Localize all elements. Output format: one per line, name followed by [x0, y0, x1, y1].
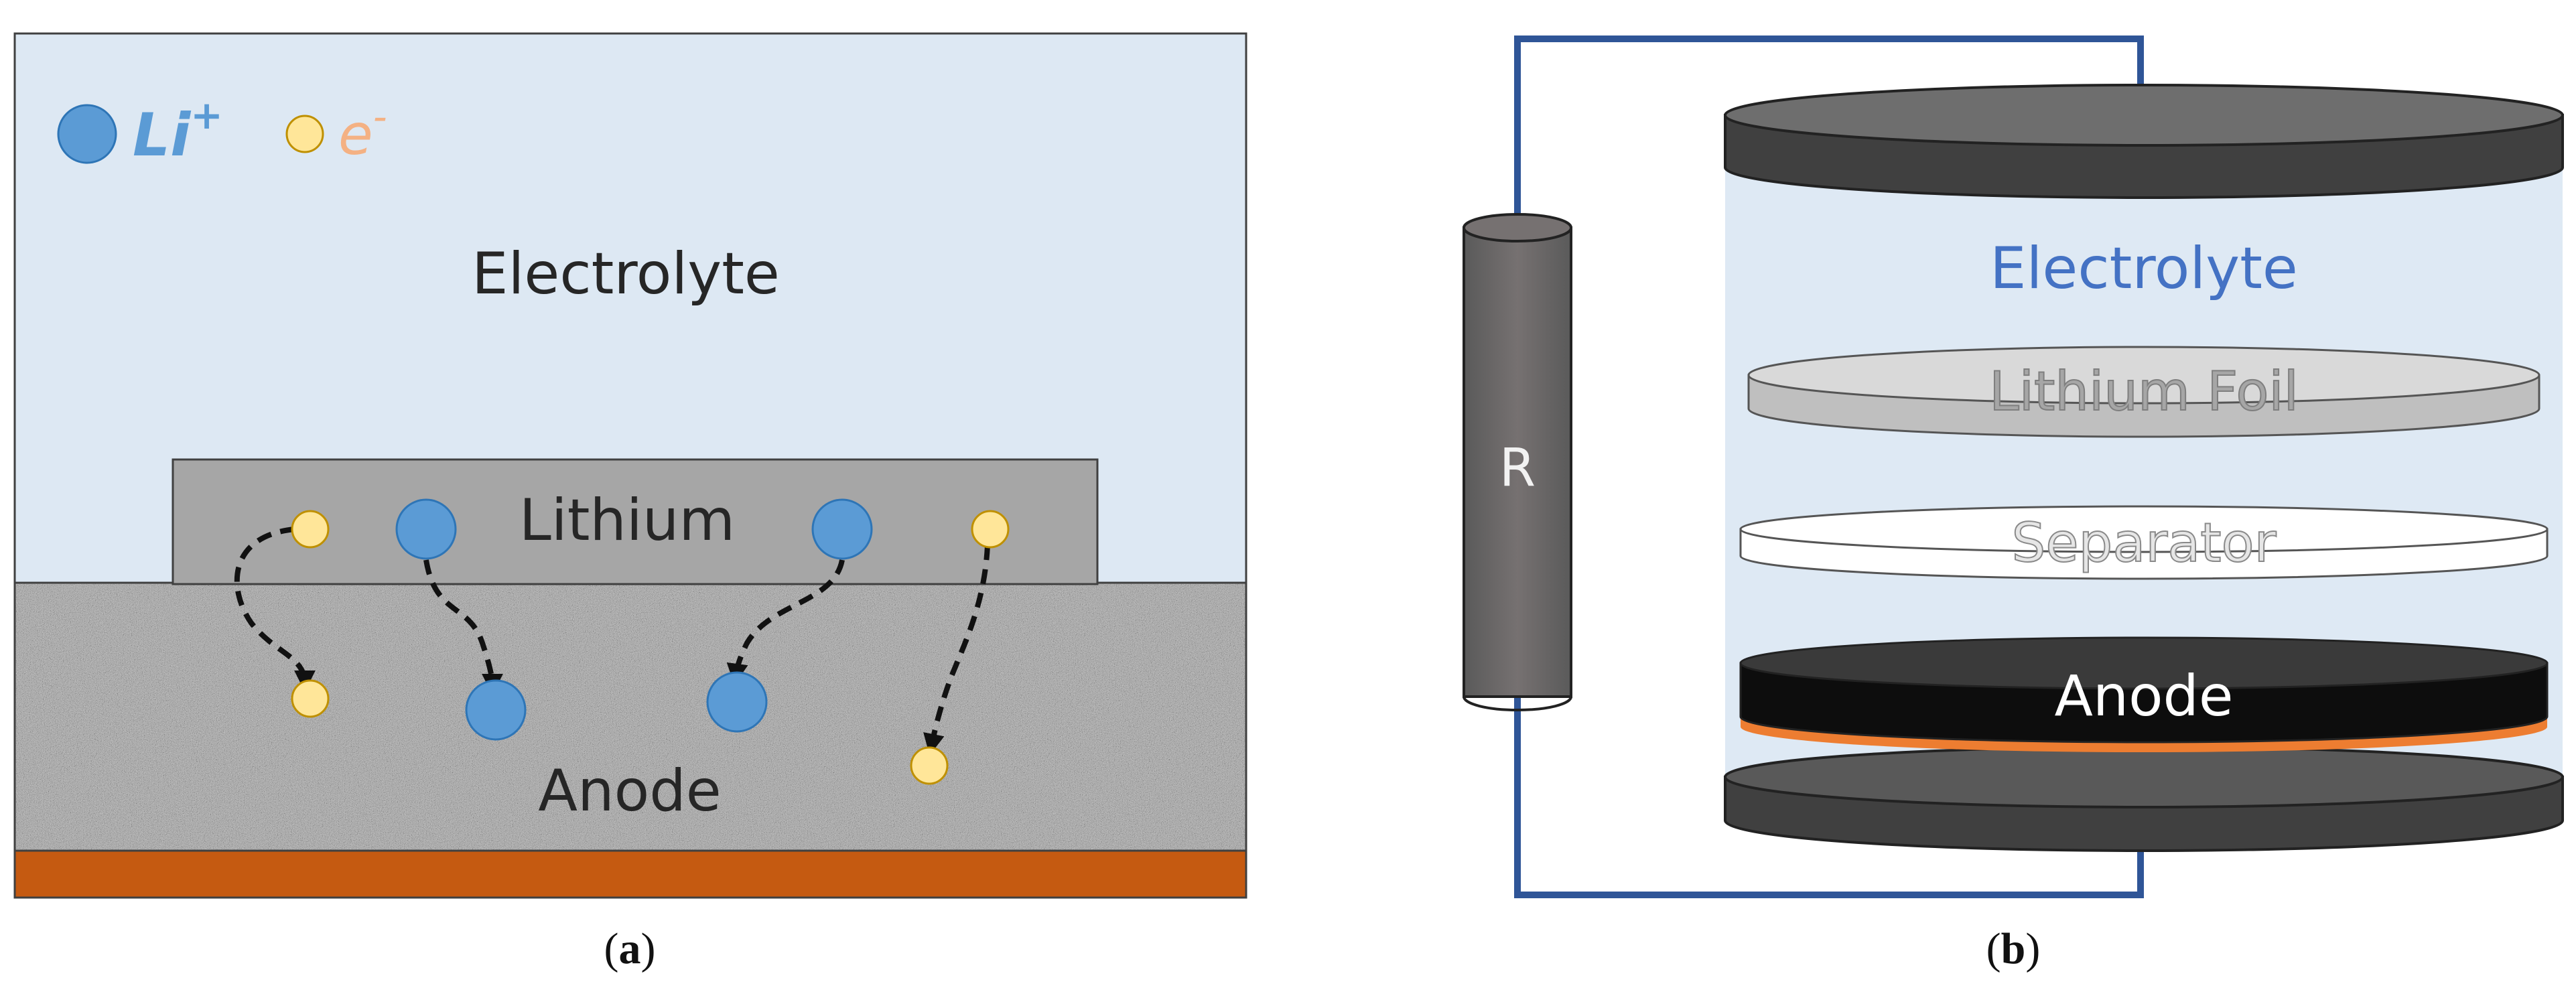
li-ion-path-1: [423, 559, 503, 695]
resistor-label: R: [1499, 438, 1536, 498]
electron-anode-1: [291, 679, 330, 718]
lithium-label: Lithium: [519, 487, 735, 554]
li-ion-path-2: [726, 559, 845, 685]
external-wire: [1514, 36, 2144, 898]
migration-paths: [234, 526, 990, 756]
separator-disc: Separator: [1739, 505, 2549, 580]
anode-texture: [15, 583, 1246, 851]
electron-path-2: [923, 545, 990, 756]
electron-legend-label: e-: [338, 94, 387, 167]
top-cap: [1724, 84, 2564, 199]
caption-a: (a): [604, 924, 656, 973]
anode-disc: Anode: [1739, 636, 2549, 752]
current-collector: [13, 849, 1247, 899]
li-ion-legend-icon: [57, 104, 117, 164]
separator-label: Separator: [2012, 512, 2277, 574]
li-ion-legend-label: Li+: [133, 92, 223, 169]
anode-disc-label: Anode: [2054, 663, 2233, 729]
lithium-foil-disc: Lithium Foil: [1747, 346, 2540, 438]
electron-anode-2: [910, 746, 949, 785]
anode-label: Anode: [538, 758, 721, 825]
panel-b: R Anode Separator Lithium Foil: [1463, 36, 2564, 973]
electron-legend-icon: [285, 115, 324, 153]
li-ion-anode-2: [706, 671, 768, 733]
li-ion-lithium-2: [811, 498, 873, 560]
li-ion-lithium-1: [395, 498, 457, 560]
electrolyte-label: Electrolyte: [472, 240, 780, 307]
caption-b: (b): [1986, 924, 2041, 973]
panel-a: Li+ e- Electrolyte Lithium Anode (a): [13, 32, 1247, 973]
bottom-cap: [1724, 746, 2564, 852]
electron-lithium-2: [971, 510, 1010, 549]
li-ion-anode-1: [465, 679, 527, 741]
electron-lithium-1: [291, 510, 330, 549]
electron-path-1: [234, 526, 316, 692]
cell-electrolyte-label: Electrolyte: [1990, 235, 2298, 302]
lithium-foil-label: Lithium Foil: [1989, 360, 2299, 423]
resistor: R: [1463, 213, 1572, 711]
